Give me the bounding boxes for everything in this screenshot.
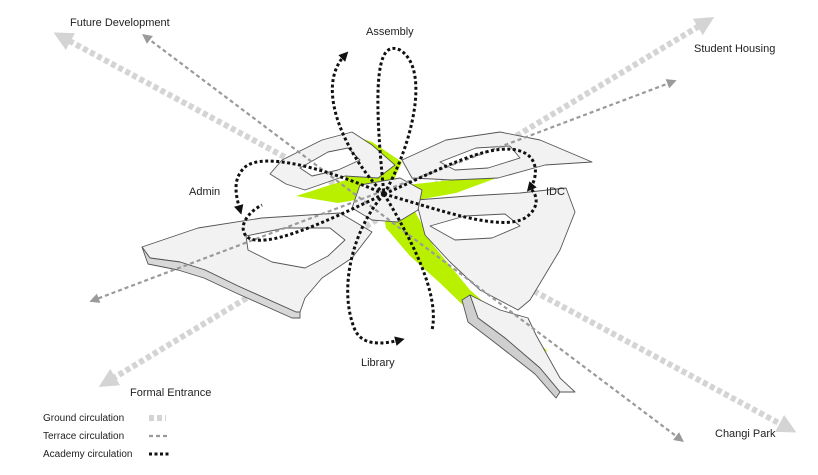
label-future-development: Future Development: [70, 17, 170, 29]
destination-labels: Future Development Assembly Student Hous…: [70, 17, 776, 440]
label-idc: IDC: [546, 186, 565, 198]
legend: Ground circulation Terrace circulation A…: [43, 413, 170, 460]
legend-label-ground: Ground circulation: [43, 413, 124, 424]
academy-hub: [381, 191, 387, 197]
academy-loop-library: [346, 193, 405, 346]
label-assembly: Assembly: [366, 26, 414, 38]
label-library: Library: [361, 357, 395, 369]
academy-loop-admin-return: [241, 192, 385, 242]
label-student-housing: Student Housing: [694, 43, 775, 55]
building-southeast-blade: [469, 294, 576, 393]
label-changi-park: Changi Park: [715, 428, 776, 440]
academy-loop-assembly: [330, 51, 386, 196]
legend-label-terrace: Terrace circulation: [43, 431, 124, 442]
academy-circulation-loops: [234, 46, 538, 346]
academy-loop-idc: [383, 147, 537, 196]
academy-loop-admin: [234, 159, 385, 215]
academy-loop-idc-return: [383, 186, 538, 224]
label-formal-entrance: Formal Entrance: [130, 387, 211, 399]
academy-loop-assembly-return: [376, 46, 418, 195]
legend-label-academy: Academy circulation: [43, 449, 132, 460]
academy-loop-library-return: [382, 193, 435, 331]
label-admin: Admin: [189, 186, 220, 198]
building-east-wing: [415, 187, 576, 311]
